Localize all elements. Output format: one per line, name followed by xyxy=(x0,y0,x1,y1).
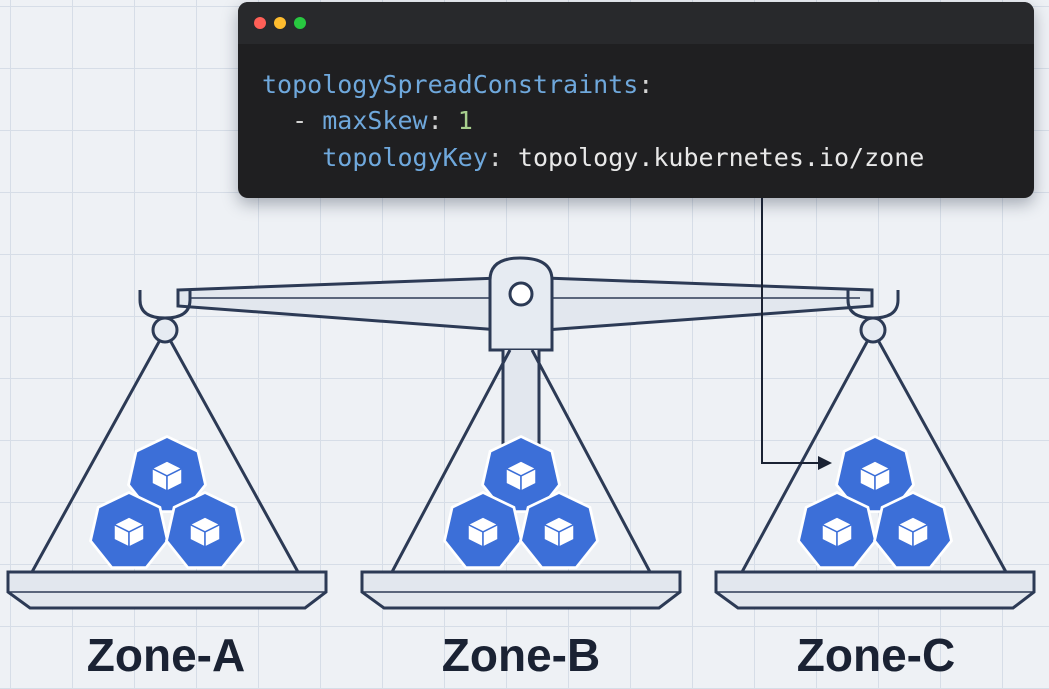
pod-icon xyxy=(519,491,599,569)
zone-c-label: Zone-C xyxy=(796,629,956,681)
close-dot-icon[interactable] xyxy=(254,17,266,29)
zone-pointer-arrow xyxy=(761,179,832,470)
arrowhead-to-zone-c xyxy=(818,456,832,470)
pivot-pin xyxy=(508,281,534,307)
zone-a-label: Zone-A xyxy=(86,629,246,681)
pod-icon xyxy=(165,491,245,569)
code-line-3: topologyKey: topology.kubernetes.io/zone xyxy=(262,143,924,173)
pan-b-chains xyxy=(390,349,652,573)
code-list-dash: - xyxy=(292,106,323,135)
pod-icon xyxy=(797,491,877,569)
code-colon: : xyxy=(487,143,518,172)
minimize-dot-icon[interactable] xyxy=(274,17,286,29)
pan-a-chains xyxy=(30,339,300,573)
pod-icon xyxy=(873,491,953,569)
pod-icon xyxy=(89,491,169,569)
code-colon: : xyxy=(638,70,654,99)
code-value-topology-key: topology.kubernetes.io/zone xyxy=(517,143,925,172)
balance-scale-icon xyxy=(6,256,1036,610)
pod-icon xyxy=(481,435,561,513)
maximize-dot-icon[interactable] xyxy=(294,17,306,29)
pods-layer xyxy=(89,435,953,569)
right-hanger-ring xyxy=(859,316,887,344)
left-hanger-ring xyxy=(151,316,179,344)
code-key-topology-spread-constraints: topologySpreadConstraints xyxy=(262,70,639,99)
window-titlebar xyxy=(238,2,1034,44)
pan-b xyxy=(360,570,682,610)
code-window: topologySpreadConstraints: - maxSkew: 1 … xyxy=(238,2,1034,198)
code-value-max-skew: 1 xyxy=(457,106,473,135)
code-line-2: - maxSkew: 1 xyxy=(262,106,473,136)
pod-icon xyxy=(443,491,523,569)
code-key-topology-key: topologyKey xyxy=(322,143,488,172)
code-colon: : xyxy=(427,106,458,135)
pan-c xyxy=(714,570,1036,610)
pan-a xyxy=(6,570,328,610)
code-key-max-skew: maxSkew xyxy=(322,106,428,135)
zone-b-label: Zone-B xyxy=(441,629,601,681)
pod-icon xyxy=(835,435,915,513)
pan-c-chains xyxy=(740,339,1008,573)
code-line-1: topologySpreadConstraints: xyxy=(262,70,653,100)
pod-icon xyxy=(127,435,207,513)
